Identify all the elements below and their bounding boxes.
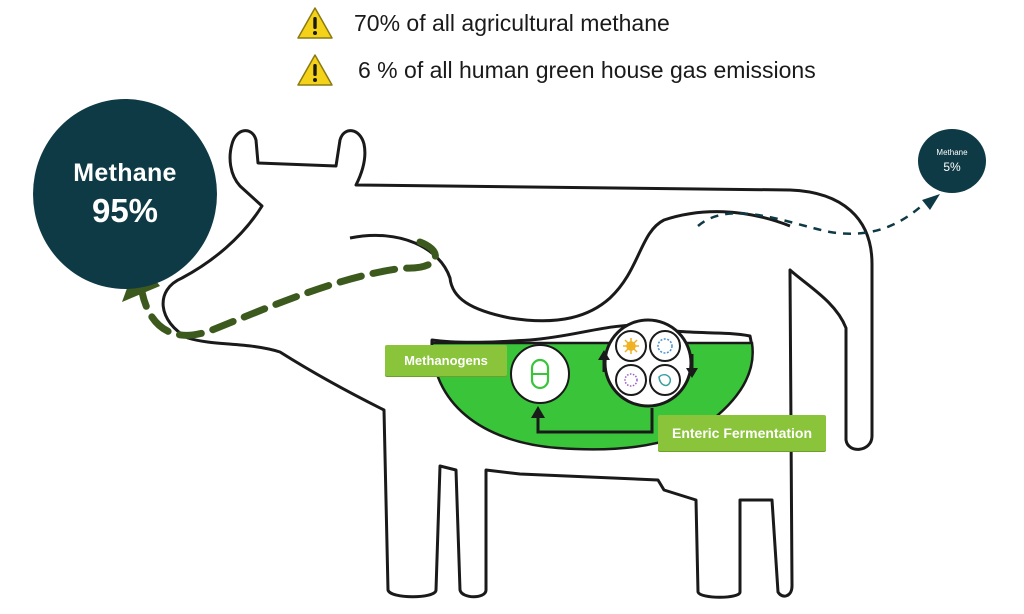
rod-microbe-icon [658, 374, 672, 387]
eructation-dashed-arrow [138, 238, 439, 339]
flatulence-arrowhead-icon [922, 194, 940, 210]
methanogen-icon [510, 344, 570, 404]
warning-text: 6 % of all human green house gas emissio… [358, 56, 816, 83]
warning-triangle-icon [297, 7, 333, 39]
sun-microbe-icon [623, 338, 639, 354]
flatulence-dashed-arrow [697, 201, 927, 235]
warning-triangle-icon [297, 54, 333, 86]
warning-agricultural-methane: 70% of all agricultural methane [296, 6, 670, 40]
enteric-fermentation-label: Enteric Fermentation [658, 415, 826, 451]
methanogens-label: Methanogens [385, 345, 507, 376]
methane-secondary-label: Methane [936, 148, 968, 157]
methane-secondary-value: 5% [943, 160, 961, 174]
spiky-microbe-icon [624, 373, 638, 387]
fermentation-flow-arrowhead-icon [531, 406, 545, 418]
microbe-cluster-icon [598, 318, 698, 408]
methane-primary-bubble: Methane 95% [33, 99, 217, 289]
methane-primary-value: 95% [91, 191, 159, 229]
warning-greenhouse-emissions: 6 % of all human green house gas emissio… [296, 53, 816, 87]
methane-primary-label: Methane [73, 158, 177, 187]
methane-secondary-bubble: Methane 5% [918, 129, 986, 193]
fermentation-flow-arrow [536, 408, 654, 434]
round-microbe-icon [657, 338, 673, 354]
warning-text: 70% of all agricultural methane [354, 9, 670, 36]
